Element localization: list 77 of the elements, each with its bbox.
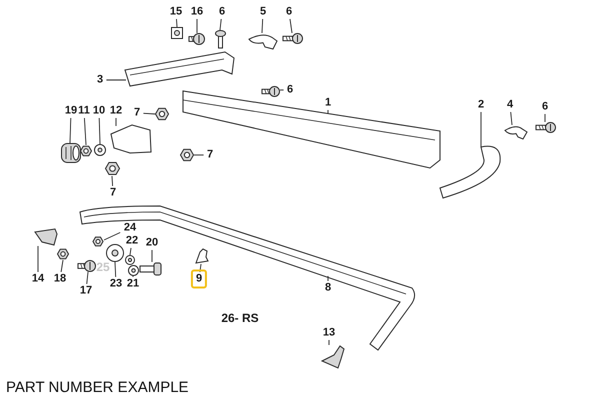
callout-number: 6 bbox=[284, 6, 294, 18]
leader-line bbox=[130, 248, 132, 256]
callout-number: 1 bbox=[324, 96, 332, 110]
clip13-drawing bbox=[320, 345, 346, 369]
callout-number: 9 bbox=[190, 270, 208, 288]
leader-line bbox=[114, 262, 116, 278]
screwv-drawing bbox=[215, 30, 226, 48]
caption: PART NUMBER EXAMPLE bbox=[6, 379, 189, 396]
smallclip-drawing bbox=[194, 248, 209, 264]
callout-number: 4 bbox=[506, 98, 514, 112]
leader-line bbox=[112, 176, 114, 186]
washer-drawing bbox=[125, 255, 135, 265]
leader-line bbox=[196, 18, 198, 34]
callout-number: 23 bbox=[108, 278, 124, 290]
callout-number: 8 bbox=[324, 282, 332, 294]
leader-line bbox=[104, 232, 121, 240]
callout-number: 11 bbox=[77, 104, 91, 118]
leader-line bbox=[290, 18, 292, 34]
callout-number: 10 bbox=[92, 104, 106, 118]
callout-number: 17 bbox=[78, 284, 94, 298]
callout-number: 7 bbox=[206, 148, 214, 162]
leader-line bbox=[262, 18, 264, 34]
clip-drawing bbox=[248, 32, 278, 50]
nut-drawing bbox=[92, 236, 104, 247]
callout-number: 18 bbox=[52, 272, 68, 286]
leader-line bbox=[70, 118, 72, 144]
leader-line bbox=[98, 118, 100, 144]
leader-line bbox=[176, 18, 178, 28]
callout-number: 16 bbox=[190, 6, 204, 18]
callout-number: 13 bbox=[322, 326, 336, 340]
leader-line bbox=[328, 340, 330, 346]
leader-line bbox=[84, 118, 86, 146]
screw-drawing bbox=[189, 33, 205, 45]
leader-line bbox=[60, 260, 64, 272]
callout-number: 6 bbox=[218, 6, 226, 18]
screw-drawing bbox=[78, 260, 96, 272]
callout-number: 7 bbox=[132, 106, 142, 120]
screw-drawing bbox=[536, 122, 556, 133]
callout-number: 6 bbox=[286, 84, 294, 96]
callout-number: 22 bbox=[124, 234, 140, 248]
washer-drawing bbox=[128, 265, 139, 276]
callout-number: 21 bbox=[126, 278, 140, 290]
leader-line bbox=[86, 272, 88, 284]
washer-drawing bbox=[94, 144, 106, 156]
seal-drawing bbox=[78, 204, 418, 352]
leader-line bbox=[194, 154, 204, 156]
leader-line bbox=[142, 112, 156, 114]
callout-number: 6 bbox=[540, 100, 550, 114]
nut-drawing bbox=[155, 107, 169, 121]
nut-drawing bbox=[80, 145, 92, 157]
screw-drawing bbox=[283, 33, 303, 44]
callout-number: 3 bbox=[96, 74, 104, 86]
callout-number: 14 bbox=[30, 272, 46, 286]
leader-line bbox=[480, 112, 482, 148]
callout-number: 12 bbox=[108, 104, 124, 118]
callout-number: 24 bbox=[122, 222, 138, 234]
leader-line bbox=[544, 114, 546, 122]
screw-drawing bbox=[262, 86, 280, 97]
callout-number: 7 bbox=[108, 186, 118, 200]
leader-line bbox=[510, 112, 512, 126]
leader-line bbox=[199, 264, 202, 272]
nut-drawing bbox=[105, 161, 120, 176]
bolt-drawing bbox=[140, 262, 162, 276]
clip-drawing bbox=[504, 124, 528, 140]
squareclip-drawing bbox=[171, 27, 183, 39]
plate-drawing bbox=[34, 228, 58, 246]
nut-drawing bbox=[57, 248, 69, 260]
nut-drawing bbox=[180, 148, 194, 162]
leader-line bbox=[220, 18, 222, 30]
callout-number: 5 bbox=[258, 6, 268, 18]
callout-number: 15 bbox=[168, 6, 184, 18]
part-label: 26- RS bbox=[221, 311, 259, 325]
washer-drawing bbox=[106, 244, 124, 262]
callout-number: 2 bbox=[476, 98, 486, 112]
callout-number: 20 bbox=[144, 236, 160, 250]
mount-drawing bbox=[110, 124, 152, 154]
callout-number: 19 bbox=[64, 104, 78, 118]
